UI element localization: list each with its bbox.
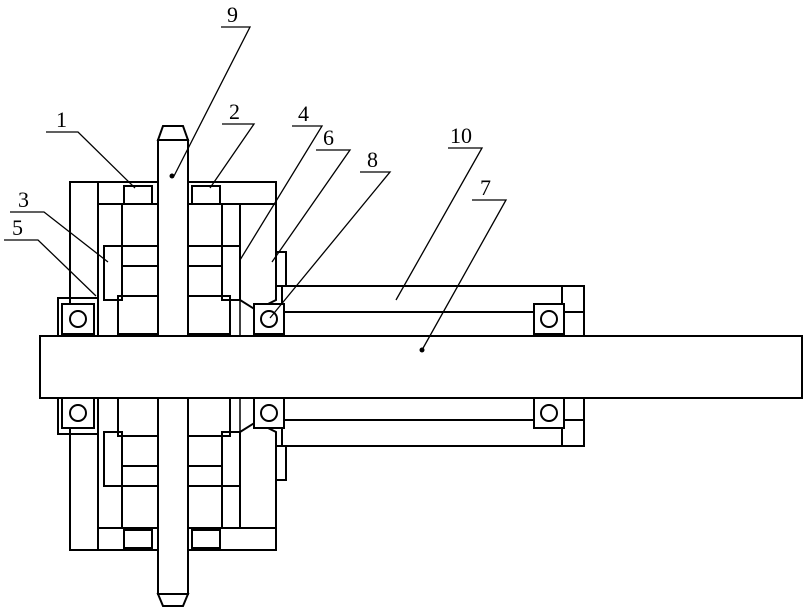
label-3: 3 <box>18 187 29 212</box>
label-5: 5 <box>12 215 23 240</box>
label-2: 2 <box>229 99 240 124</box>
label-9: 9 <box>227 2 238 27</box>
main-shaft-part-7 <box>40 336 802 398</box>
leader-lines <box>4 27 506 350</box>
label-1: 1 <box>56 107 67 132</box>
vertical-shaft-mark <box>170 174 175 179</box>
label-8: 8 <box>367 147 378 172</box>
label-6: 6 <box>323 125 334 150</box>
label-7: 7 <box>480 175 491 200</box>
label-4: 4 <box>298 101 309 126</box>
label-10: 10 <box>450 123 472 148</box>
